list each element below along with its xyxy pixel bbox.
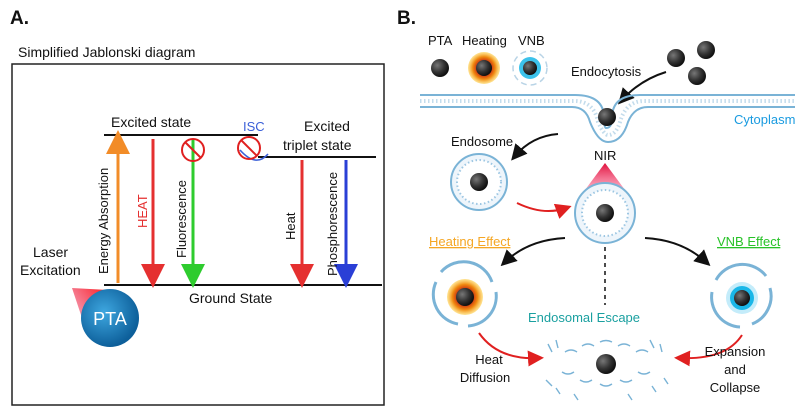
endosome-label: Endosome: [451, 134, 513, 149]
to-heating-arrow: [500, 237, 566, 267]
excited-triplet-label-1: Excited: [304, 118, 350, 134]
vnb-endosome: [710, 262, 773, 329]
endosome: [450, 153, 508, 211]
expansion-label-3: Collapse: [710, 380, 761, 395]
external-particle: [667, 49, 685, 67]
legend-vnb-icon: [512, 50, 548, 86]
heat-diffusion-label-1: Heat: [475, 352, 503, 367]
expansion-label-1: Expansion: [705, 344, 766, 359]
legend-vnb-label: VNB: [518, 33, 545, 48]
heating-endosome: [431, 260, 498, 328]
panel-a-label: A.: [10, 8, 29, 29]
energy-absorption-label: Energy Absorption: [96, 168, 111, 274]
legend-pta-label: PTA: [428, 33, 453, 48]
jablonski-frame: [11, 63, 385, 406]
ruptured-endosome: [545, 339, 669, 401]
heat-diffusion-arrow: [478, 332, 544, 367]
cell-membrane: [420, 94, 795, 144]
heat-label: Heat: [283, 212, 298, 240]
escaped-particle: [596, 354, 616, 374]
pta-label: PTA: [93, 309, 127, 329]
fluorescence-forbidden-icon: [181, 138, 205, 162]
to-endosome-arrow: [511, 133, 559, 161]
nir-label: NIR: [594, 148, 616, 163]
vnb-effect-label: VNB Effect: [717, 234, 781, 249]
heat-diffusion-label-2: Diffusion: [460, 370, 510, 385]
legend-pta-icon: [431, 59, 449, 77]
fluorescence-label: Fluorescence: [174, 180, 189, 258]
excited-state-label: Excited state: [111, 114, 191, 130]
panel-b-label: B.: [397, 8, 416, 29]
excited-triplet-label-2: triplet state: [283, 137, 352, 153]
to-vnb-arrow: [644, 237, 711, 267]
legend-heating-icon: [468, 52, 500, 84]
external-particle: [688, 67, 706, 85]
cytoplasm-label: Cytoplasm: [734, 112, 795, 127]
jablonski-title: Simplified Jablonski diagram: [18, 44, 195, 60]
heating-effect-label: Heating Effect: [429, 234, 511, 249]
ground-state-label: Ground State: [189, 290, 272, 306]
irradiated-endosome: [574, 182, 636, 244]
isc-arrow: [239, 149, 269, 161]
endosomal-escape-label: Endosomal Escape: [528, 310, 640, 325]
expansion-collapse-arrow: [674, 334, 743, 367]
laser-label-1: Laser: [33, 244, 68, 260]
endocytosis-label: Endocytosis: [571, 64, 642, 79]
isc-forbidden-icon: [237, 136, 261, 160]
internalized-particle: [598, 108, 616, 126]
isc-label: ISC: [243, 119, 265, 134]
legend-heating-label: Heating: [462, 33, 507, 48]
to-irradiation-arrow: [516, 202, 572, 219]
phosphorescence-label: Phosphorescence: [325, 172, 340, 276]
laser-label-2: Excitation: [20, 262, 81, 278]
heat-label-upper: HEAT: [135, 194, 150, 228]
pta-particle-icon: [81, 289, 139, 347]
external-particle: [697, 41, 715, 59]
expansion-label-2: and: [724, 362, 746, 377]
